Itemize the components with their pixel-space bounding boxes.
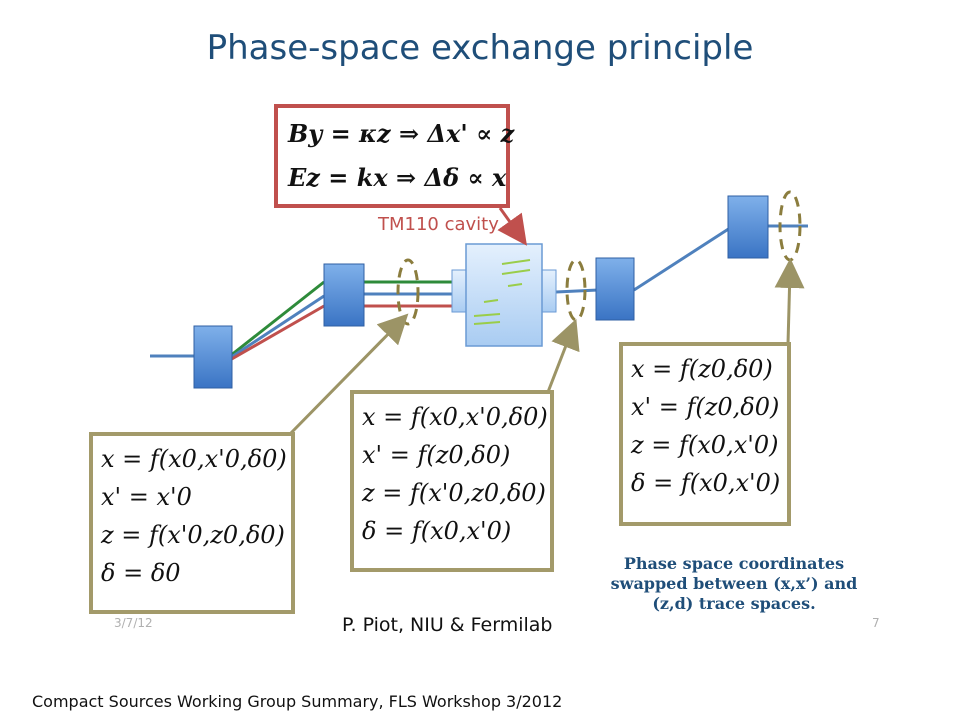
equation-line: x' = f(z0,δ0) (631, 393, 780, 421)
dipole-magnet-1 (193, 325, 233, 389)
equation-line: δ = δ0 (101, 559, 181, 587)
equation-line: x = f(x0,x'0,δ0) (362, 403, 548, 431)
dipole-magnet-3 (595, 257, 635, 321)
dipole-magnet-2 (323, 263, 365, 327)
slide-footer: Compact Sources Working Group Summary, F… (32, 692, 563, 711)
equation-line: z = f(x'0,z0,δ0) (101, 521, 285, 549)
pointer-arrow-cavity (497, 207, 527, 246)
swap-note: Phase space coordinates swapped between … (610, 554, 858, 613)
equation-line: x = f(z0,δ0) (631, 355, 773, 383)
initial-coordinates-box: x = f(x0,x'0,δ0) x' = x'0 z = f(x'0,z0,δ… (89, 432, 295, 614)
cavity-label: TM110 cavity (378, 214, 499, 235)
equation-line: δ = f(x0,x'0) (362, 517, 512, 545)
equation-line: δ = f(x0,x'0) (631, 469, 781, 497)
field-equation-b: By = κz ⇒ Δx' ∝ z (288, 119, 515, 148)
cavity-fields-box: By = κz ⇒ Δx' ∝ z Ez = kx ⇒ Δδ ∝ x (274, 104, 515, 208)
slide-title: Phase-space exchange principle (206, 28, 754, 68)
pointer-arrows (288, 258, 805, 436)
slide-page-number: 7 (872, 616, 880, 630)
author-credit: P. Piot, NIU & Fermilab (342, 614, 553, 636)
dipole-magnet-4 (727, 195, 769, 259)
equation-line: x' = f(z0,δ0) (362, 441, 511, 469)
equation-line: x' = x'0 (101, 483, 192, 511)
equation-line: z = f(x0,x'0) (631, 431, 779, 459)
final-coordinates-box: x = f(z0,δ0) x' = f(z0,δ0) z = f(x0,x'0)… (619, 342, 791, 526)
tm110-cavity (451, 243, 557, 347)
equation-line: x = f(x0,x'0,δ0) (101, 445, 287, 473)
intermediate-coordinates-box: x = f(x0,x'0,δ0) x' = f(z0,δ0) z = f(x'0… (350, 390, 554, 572)
equation-line: z = f(x'0,z0,δ0) (362, 479, 546, 507)
field-equation-e: Ez = kx ⇒ Δδ ∝ x (288, 163, 507, 192)
slide-date: 3/7/12 (114, 616, 153, 630)
